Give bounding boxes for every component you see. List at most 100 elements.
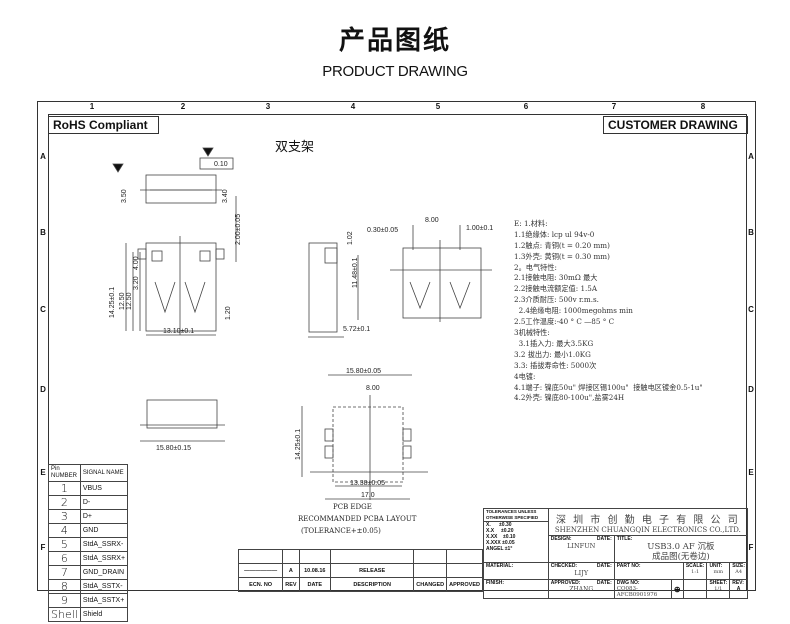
drawing-title-2: 成品图(无卷边)	[652, 552, 710, 562]
dim: 3.20	[133, 276, 140, 290]
pcb-tolerance-label: (TOLERANCE+±0.05)	[301, 527, 381, 535]
column-number: 7	[611, 102, 617, 111]
pcb-edge-label: PCB EDGE	[333, 503, 372, 511]
column-number: 8	[700, 102, 706, 111]
rev-label: REV:	[732, 580, 744, 586]
dim: 3.40	[222, 189, 229, 203]
dim-flatness: 0.10	[214, 161, 228, 168]
note-line: 2。电气特性:	[514, 262, 557, 272]
rohs-badge: RoHS Compliant	[48, 116, 159, 134]
rear-view-body	[402, 247, 482, 319]
column-number: 1	[89, 102, 95, 111]
page-title-cn: 产品图纸	[338, 26, 451, 56]
note-line: 1.2触点: 青铜(t = 0.20 mm)	[514, 240, 610, 250]
pcb-layout-outline	[332, 406, 404, 483]
column-number: 5	[435, 102, 441, 111]
designer: LINFUN	[567, 542, 596, 550]
pcb-notes: PCB EDGE RECOMMANDED PCBA LAYOUT (TOLERA…	[298, 503, 417, 535]
dim: 14.25±0.1	[295, 429, 302, 460]
view-marker-icon	[202, 147, 214, 157]
sheet-label: SHEET:	[709, 580, 728, 586]
row-letter: F	[40, 543, 46, 552]
dim: 8.00	[366, 385, 380, 392]
dim: 15.80±0.15	[156, 445, 191, 452]
row-letter: C	[40, 305, 46, 314]
dim: 3.50	[121, 189, 128, 203]
row-letter: E	[748, 468, 754, 477]
title-block: TOLERANCES UNLESS OTHERWISE SPECIFIED X.…	[483, 508, 749, 599]
flatness-box	[199, 157, 234, 170]
dimension-labels: 0.10 3.50 3.40 2.00±0.05 14.25±0.1 12.50…	[109, 161, 493, 499]
side-view-body	[145, 174, 217, 204]
note-line: 4.2外壳: 镍底80-100u",盐雾24H	[514, 393, 625, 403]
dim: 17.0	[361, 492, 375, 499]
dim: 1.00±0.1	[466, 225, 493, 232]
rev-value: A	[736, 586, 741, 592]
note-line: 2.2接触电流额定值: 1.5A	[514, 284, 598, 294]
dwg-no-value: CQ083-AFCB0901976	[616, 586, 658, 598]
row-letter: D	[748, 385, 754, 394]
note-line: 2.5工作温度:-40 ° C —85 ° C	[514, 317, 615, 327]
note-line: 3.3: 插拔寿命性: 5000次	[514, 360, 597, 370]
size-value: A4	[735, 569, 742, 575]
note-line: E: 1.材料:	[514, 218, 548, 228]
unit-label: UNIT:	[709, 563, 723, 569]
pcb-layout-label: RECOMMANDED PCBA LAYOUT	[298, 515, 417, 523]
note-line: 3.2 拔出力: 最小1.0KG	[514, 349, 591, 359]
checked-label: CHECKED:	[550, 563, 578, 569]
side-view-2	[308, 242, 338, 333]
note-line: 2.3介质耐压: 500v r.m.s.	[514, 295, 599, 305]
design-label: DESIGN:	[550, 536, 572, 542]
date-label: DATE:	[596, 563, 612, 569]
column-number: 2	[180, 102, 186, 111]
dim: 0.30±0.05	[367, 227, 398, 234]
dim: 4.00	[133, 256, 140, 270]
scale-value: 1:1	[691, 569, 700, 575]
dwg-no-label: DWG NO:	[616, 580, 640, 586]
date-label: DATE:	[596, 580, 612, 586]
tolerance: X.XXX ±0.05	[486, 540, 515, 546]
tolerances-cell: TOLERANCES UNLESS OTHERWISE SPECIFIED X.…	[483, 508, 549, 563]
dim: 2.00±0.05	[235, 214, 242, 245]
date-label: DATE:	[596, 536, 612, 542]
dim: 11.48±0.1	[352, 257, 359, 288]
row-letter: D	[40, 385, 46, 394]
finish-label: FINISH:	[483, 579, 549, 599]
view-marker-icon	[112, 163, 124, 173]
dim: 12.50	[119, 292, 126, 310]
row-letter: B	[40, 228, 46, 237]
dim: 12.50	[126, 292, 133, 310]
size-label: SIZE:	[732, 563, 745, 569]
tolerance: X.XX ±0.10	[486, 534, 516, 540]
checker: LIJY	[574, 569, 589, 577]
tolerance: X. ±0.30	[486, 522, 512, 528]
dim: 13.38±0.05	[350, 480, 385, 487]
customer-drawing-badge: CUSTOMER DRAWING	[603, 116, 748, 134]
row-letter: C	[748, 305, 754, 314]
row-letter: A	[40, 152, 46, 161]
dim: 1.02	[347, 231, 354, 245]
note-line: 3.1插入力: 最大3.5KG	[514, 338, 594, 348]
dim: 8.00	[425, 217, 439, 224]
column-number: 3	[265, 102, 271, 111]
view-label: 双支架	[275, 140, 315, 155]
note-line: 1.1绝缘体: lcp ul 94v-0	[514, 229, 595, 239]
dim: 5.72±0.1	[343, 326, 370, 333]
column-number: 4	[350, 102, 356, 111]
title-label: TITLE:	[616, 536, 633, 542]
dim: 15.80±0.05	[346, 368, 381, 375]
approved-label: APPROVED:	[550, 580, 581, 586]
pin-number-header: Pin NUMBER	[48, 464, 81, 482]
front-view-body	[145, 242, 217, 332]
drawing-title-1: USB3.0 AF 沉板	[647, 542, 715, 552]
